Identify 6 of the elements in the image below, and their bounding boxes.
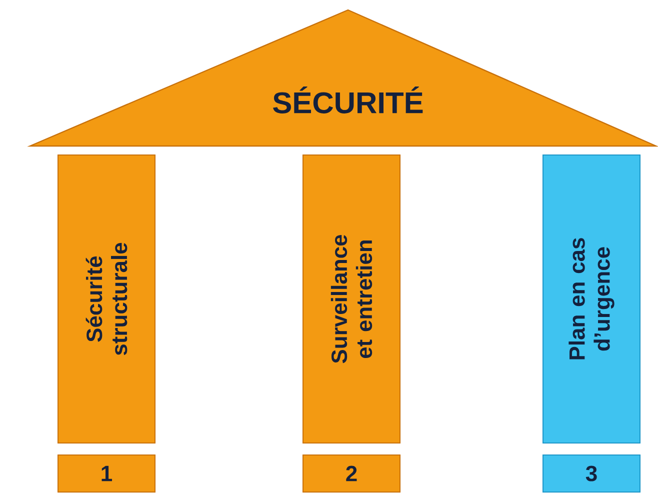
pillar-box: Surveillance et entretien <box>302 154 400 444</box>
number-box: 1 <box>58 454 156 492</box>
number-box: 2 <box>302 454 400 492</box>
pillar-box: Plan en cas d’urgence <box>542 154 640 444</box>
number-box: 3 <box>542 454 640 492</box>
pillar-box: Sécurité structurale <box>58 154 156 444</box>
